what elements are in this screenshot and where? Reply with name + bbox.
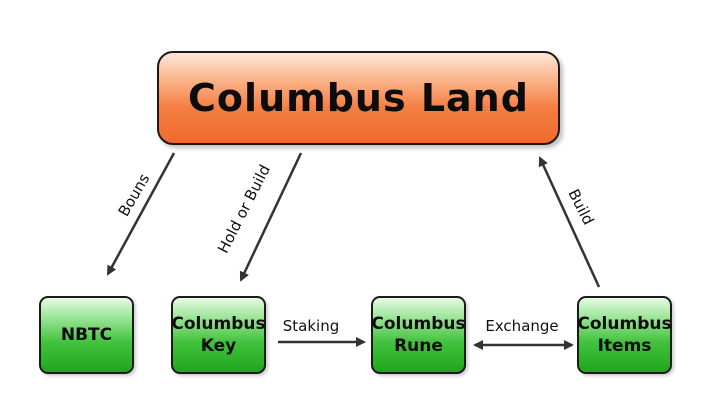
edge-bouns-arrow — [106, 152, 176, 276]
nbtc-node: NBTC — [39, 296, 134, 374]
edge-hold-or-build-arrow — [239, 152, 303, 282]
edge-label-exchange: Exchange — [485, 317, 559, 335]
columbus-land-node: Columbus Land — [157, 51, 560, 145]
columbus-key-node: Columbus Key — [171, 296, 266, 374]
edge-label-staking: Staking — [282, 317, 340, 335]
columbus-rune-node: Columbus Rune — [371, 296, 466, 374]
edge-build-arrow — [538, 156, 601, 288]
columbus-items-node: Columbus Items — [577, 296, 672, 374]
